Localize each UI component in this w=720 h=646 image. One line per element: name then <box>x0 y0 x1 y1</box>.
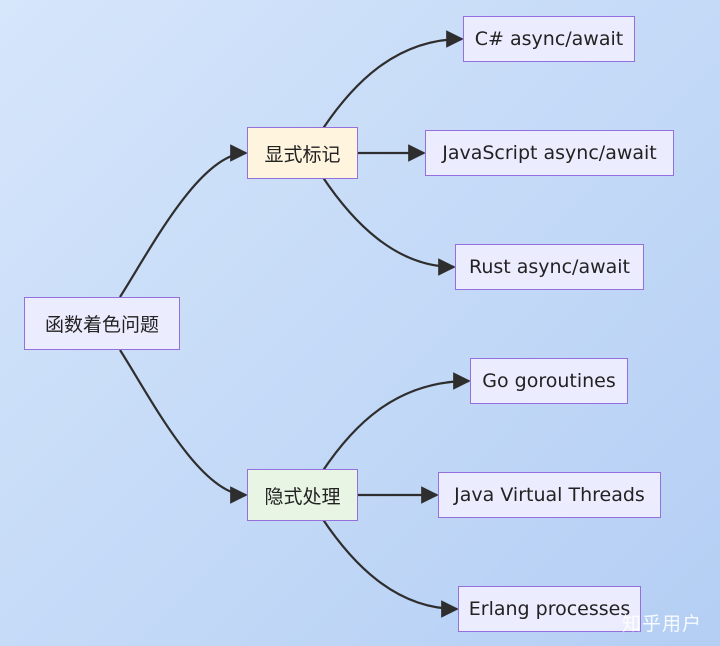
edge-implicit-to-erlang <box>321 517 459 618</box>
root-node: 函数着色问题 <box>24 297 180 350</box>
edge-root-to-implicit <box>119 349 248 504</box>
edge-root-to-explicit <box>119 144 248 298</box>
branch-node-implicit: 隐式处理 <box>247 469 358 521</box>
leaf-node-rust: Rust async/await <box>455 244 644 290</box>
leaf-node-csharp: C# async/await <box>463 16 635 62</box>
leaf-node-go: Go goroutines <box>470 358 628 404</box>
leaf-node-javascript: JavaScript async/await <box>425 130 674 176</box>
edge-implicit-to-go <box>321 372 471 473</box>
watermark: 知乎用户 <box>621 613 702 635</box>
edge-explicit-to-rust <box>321 175 456 276</box>
leaf-node-java: Java Virtual Threads <box>438 472 661 518</box>
edge-explicit-to-csharp <box>321 30 464 131</box>
branch-node-explicit: 显式标记 <box>247 127 358 179</box>
leaf-node-erlang: Erlang processes <box>458 586 641 632</box>
